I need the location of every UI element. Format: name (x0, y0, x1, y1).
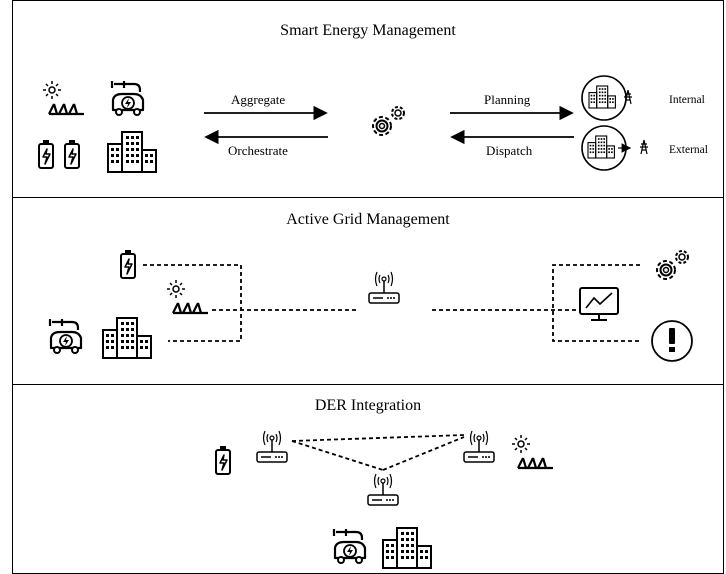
battery-icon (215, 445, 231, 475)
ev-car-icon (110, 79, 145, 117)
planning-label: Planning (484, 92, 531, 107)
internal-label: Internal (669, 94, 705, 106)
router-icon (368, 271, 400, 304)
router-icon (367, 473, 399, 506)
solar-panel-icon (41, 79, 86, 116)
solar-panel-icon (510, 433, 555, 470)
der-integration-title: DER Integration (314, 397, 422, 414)
building-icon (102, 317, 152, 359)
building-icon (382, 527, 432, 569)
active-grid-title: Active Grid Management (286, 211, 450, 228)
monitor-chart-icon (579, 287, 619, 321)
internal-grid-icon (581, 75, 633, 121)
router-icon (256, 430, 288, 463)
ev-car-icon (332, 527, 367, 565)
orchestrate-label: Orchestrate (228, 143, 288, 158)
ev-car-icon (48, 317, 83, 355)
gears-icon (656, 250, 689, 280)
dispatch-label: Dispatch (486, 143, 533, 158)
aggregate-label: Aggregate (231, 92, 286, 107)
battery-icon (38, 139, 54, 169)
router-icon (463, 430, 495, 463)
grid-dashed-links (143, 264, 640, 342)
external-label: External (669, 144, 708, 156)
external-grid-icon (581, 125, 649, 171)
solar-panel-icon (165, 278, 210, 315)
battery-icon (64, 139, 80, 169)
building-icon (107, 131, 157, 173)
alert-icon (651, 320, 693, 362)
gears-icon (372, 106, 405, 136)
battery-icon (120, 249, 136, 279)
der-dashed-links (291, 434, 465, 471)
smart-energy-title: Smart Energy Management (280, 22, 456, 39)
